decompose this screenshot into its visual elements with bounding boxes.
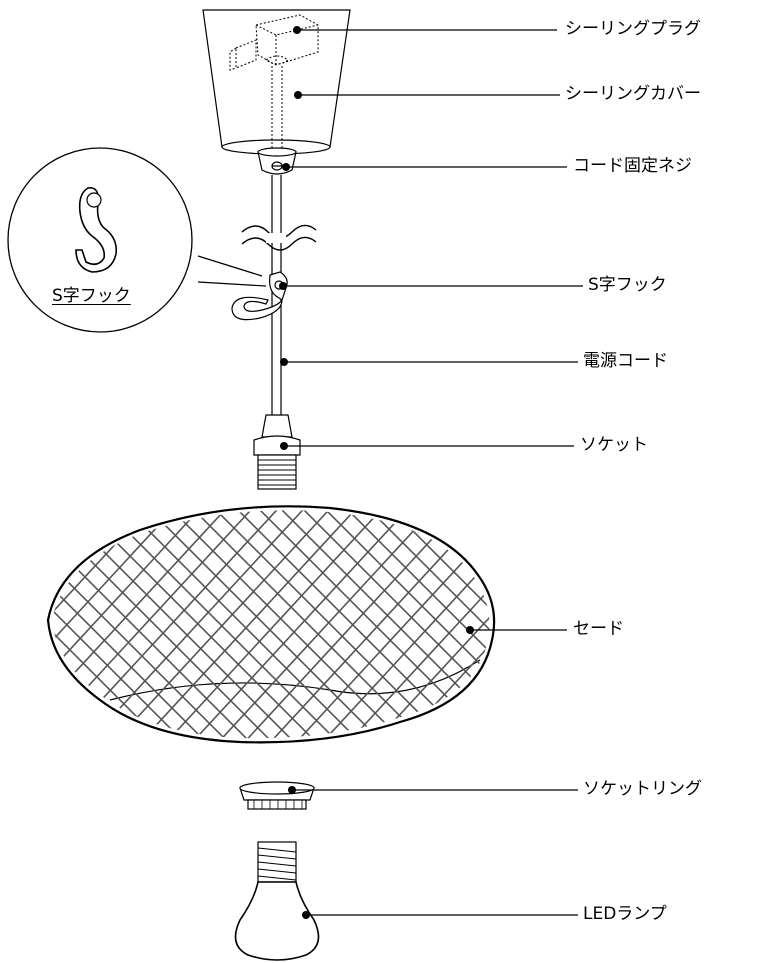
s-hook-drawing (231, 271, 288, 321)
label-power-cord: 電源コード (583, 351, 668, 371)
cord-fixing-screw-drawing (257, 147, 297, 175)
label-shade: セード (573, 619, 624, 639)
inset-label-s-hook: S字フック (52, 286, 131, 306)
label-led-bulb: LEDランプ (583, 904, 667, 924)
label-s-hook: S字フック (588, 275, 667, 295)
label-ceiling-plug: シーリングプラグ (565, 19, 701, 39)
led-bulb-drawing (234, 841, 320, 961)
label-cord-fixing-screw: コード固定ネジ (573, 156, 692, 176)
ceiling-plug-drawing (229, 14, 319, 150)
s-hook-inset (7, 147, 267, 333)
ceiling-cover-drawing (202, 9, 351, 155)
leader-lines (279, 26, 583, 919)
s-hook-inset-drawing (75, 187, 118, 273)
socket-drawing (253, 414, 301, 490)
shade-drawing (46, 505, 496, 744)
label-socket-ring: ソケットリング (583, 779, 702, 799)
label-ceiling-cover: シーリングカバー (565, 84, 701, 104)
socket-ring-drawing (239, 781, 315, 810)
label-socket: ソケット (580, 435, 648, 455)
